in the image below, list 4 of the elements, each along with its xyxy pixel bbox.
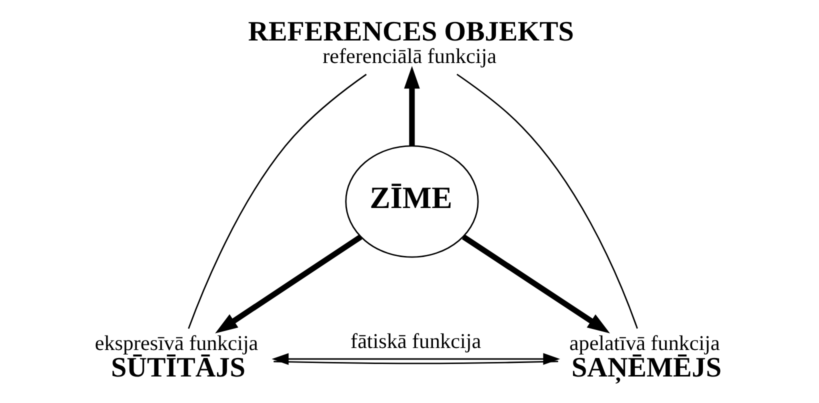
node-text: apelatīvā funkcija SAŅĒMĒJS bbox=[569, 330, 722, 384]
node-text: REFERENCES OBJEKTS referenciālā funkcija bbox=[248, 16, 574, 68]
node-text: ekspresīvā funkcija SŪTĪTĀJS bbox=[94, 330, 258, 384]
edge-label: fātiskā funkcija bbox=[350, 328, 482, 353]
